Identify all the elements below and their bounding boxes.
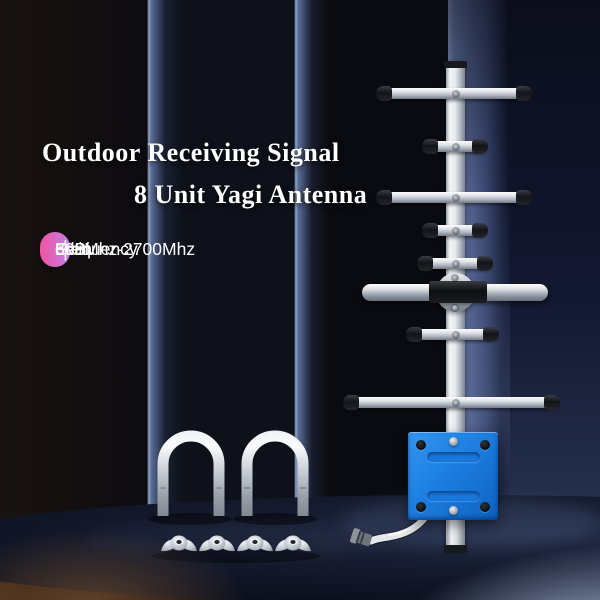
boom-screw: [453, 228, 459, 234]
mount-box: [408, 432, 498, 520]
boom-end-cap: [444, 61, 467, 68]
reflector-element: [343, 395, 560, 410]
gain-value: 8dBi: [55, 239, 91, 259]
boom-screw: [453, 144, 459, 150]
light-streak: [147, 0, 183, 512]
box-corner-screw: [480, 440, 490, 450]
spec-badge: Frequency:698Mhz-2700Mhz|Gain:8dBi: [40, 232, 195, 267]
copper-rim-glow: [0, 520, 270, 600]
box-center-screw: [449, 437, 458, 446]
background-warm-shade: [0, 0, 160, 600]
box-corner-screw: [416, 440, 426, 450]
boom-screw: [453, 400, 459, 406]
product-title-line2: 8 Unit Yagi Antenna: [134, 180, 368, 209]
boom-end-cap: [444, 545, 467, 553]
dipole-feed-block: [429, 281, 487, 303]
u-bolt-right: [241, 430, 309, 516]
u-bolt-left: [157, 430, 225, 516]
frequency-label: Frequency: [55, 239, 138, 259]
boom-screw: [453, 195, 459, 201]
box-corner-screw: [416, 502, 426, 512]
separator: :: [58, 239, 63, 259]
boom-screw: [453, 332, 459, 338]
cable-connector: [350, 528, 373, 547]
box-corner-screw: [480, 502, 490, 512]
light-streak: [294, 0, 330, 512]
boom-screw: [453, 91, 459, 97]
director-element-6: [406, 327, 499, 342]
boom-screw: [453, 261, 459, 267]
bracket-screw: [452, 275, 458, 281]
mount-box-slot: [427, 491, 480, 501]
bracket-screw: [452, 305, 458, 311]
separator: :: [58, 239, 63, 259]
product-title-line1: Outdoor Receiving Signal: [42, 138, 340, 167]
divider: |: [63, 236, 68, 261]
gain-label: Gain: [55, 239, 92, 259]
box-center-screw: [449, 506, 458, 515]
boom-lower-section: [447, 520, 464, 546]
mount-box-slot: [427, 452, 480, 462]
frequency-value: 698Mhz-2700Mhz: [55, 239, 196, 259]
